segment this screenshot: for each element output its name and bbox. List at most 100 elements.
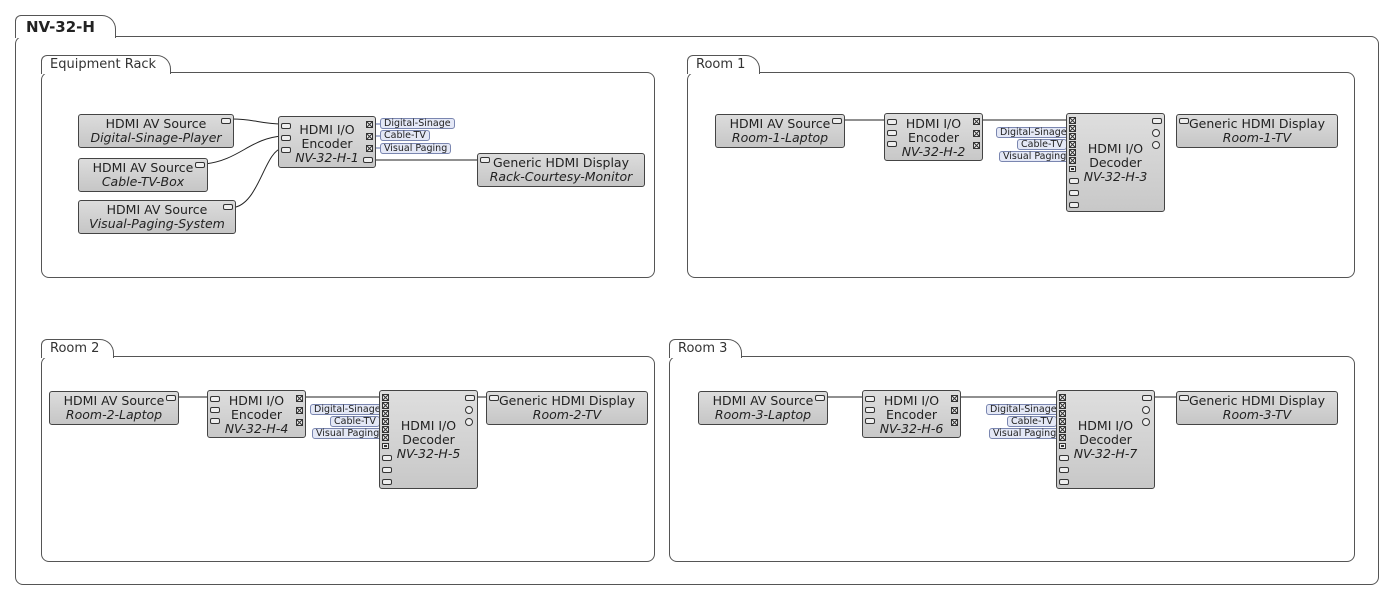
hdmi-in-port[interactable] (1059, 467, 1069, 473)
hdmi-in-port[interactable] (382, 467, 392, 473)
hdmi-out-port[interactable] (221, 118, 231, 124)
encoder-node[interactable]: HDMI I/O Encoder NV-32-H-4 (207, 390, 306, 438)
hdmi-in-port[interactable] (1069, 190, 1079, 196)
hdmi-in-port[interactable] (887, 130, 897, 136)
hdmi-out-port[interactable] (465, 395, 475, 401)
stream-port-icon[interactable] (1059, 410, 1066, 417)
hdmi-in-port[interactable] (210, 407, 220, 413)
control-port-icon[interactable] (1142, 418, 1150, 426)
hdmi-in-port[interactable] (865, 396, 875, 402)
decoder-node[interactable]: HDMI I/O Decoder NV-32-H-3 (1066, 113, 1165, 212)
encoder-node[interactable]: HDMI I/O Encoder NV-32-H-1 (278, 116, 376, 168)
display-node[interactable]: Generic HDMI Display Room-1-TV (1176, 114, 1338, 148)
data-port-icon[interactable] (1059, 443, 1066, 449)
stream-label[interactable]: Cable-TV (1017, 139, 1067, 150)
hdmi-in-port[interactable] (281, 147, 291, 153)
hdmi-in-port[interactable] (1179, 118, 1189, 124)
stream-port-icon[interactable] (382, 434, 389, 441)
hdmi-in-port[interactable] (1059, 479, 1069, 485)
stream-label[interactable]: Cable-TV (330, 416, 380, 427)
data-port-icon[interactable] (1069, 166, 1076, 172)
stream-port-icon[interactable] (382, 410, 389, 417)
hdmi-out-port[interactable] (1142, 395, 1152, 401)
stream-port-icon[interactable] (382, 402, 389, 409)
hdmi-in-port[interactable] (281, 123, 291, 129)
av-source-node[interactable]: HDMI AV Source Cable-TV-Box (78, 158, 208, 192)
stream-port-icon[interactable] (951, 407, 958, 414)
display-node[interactable]: Generic HDMI Display Rack-Courtesy-Monit… (477, 153, 645, 187)
stream-port-icon[interactable] (973, 130, 980, 137)
hdmi-in-port[interactable] (489, 395, 499, 401)
stream-port-icon[interactable] (951, 419, 958, 426)
stream-port-icon[interactable] (973, 118, 980, 125)
hdmi-in-port[interactable] (281, 135, 291, 141)
stream-port-icon[interactable] (382, 418, 389, 425)
control-port-icon[interactable] (465, 406, 473, 414)
av-source-node[interactable]: HDMI AV Source Visual-Paging-System (78, 200, 236, 234)
hdmi-in-port[interactable] (382, 479, 392, 485)
control-port-icon[interactable] (465, 418, 473, 426)
av-source-node[interactable]: HDMI AV Source Room-3-Laptop (698, 391, 828, 425)
stream-port-icon[interactable] (1069, 149, 1076, 156)
hdmi-in-port[interactable] (865, 418, 875, 424)
display-node[interactable]: Generic HDMI Display Room-2-TV (486, 391, 648, 425)
stream-label[interactable]: Cable-TV (380, 130, 430, 141)
hdmi-in-port[interactable] (1069, 178, 1079, 184)
stream-port-icon[interactable] (366, 121, 373, 128)
av-source-node[interactable]: HDMI AV Source Digital-Sinage-Player (78, 114, 234, 148)
stream-port-icon[interactable] (1069, 125, 1076, 132)
stream-port-icon[interactable] (973, 142, 980, 149)
control-port-icon[interactable] (1142, 406, 1150, 414)
stream-port-icon[interactable] (1069, 133, 1076, 140)
hdmi-in-port[interactable] (865, 407, 875, 413)
hdmi-in-port[interactable] (887, 141, 897, 147)
stream-port-icon[interactable] (1059, 402, 1066, 409)
stream-label[interactable]: Digital-Sinage (380, 118, 455, 129)
stream-port-icon[interactable] (1069, 157, 1076, 164)
stream-label[interactable]: Digital-Sinage (996, 127, 1071, 138)
stream-label[interactable]: Visual Paging (380, 143, 452, 154)
hdmi-in-port[interactable] (210, 418, 220, 424)
stream-port-icon[interactable] (951, 395, 958, 402)
stream-port-icon[interactable] (1069, 117, 1076, 124)
hdmi-out-port[interactable] (223, 204, 233, 210)
hdmi-in-port[interactable] (1059, 455, 1069, 461)
stream-port-icon[interactable] (1059, 394, 1066, 401)
stream-port-icon[interactable] (1069, 141, 1076, 148)
stream-label[interactable]: Visual Paging (999, 151, 1071, 162)
stream-label[interactable]: Visual Paging (312, 428, 384, 439)
data-port-icon[interactable] (382, 443, 389, 449)
display-node[interactable]: Generic HDMI Display Room-3-TV (1176, 391, 1338, 425)
av-source-node[interactable]: HDMI AV Source Room-2-Laptop (49, 391, 179, 425)
stream-port-icon[interactable] (382, 394, 389, 401)
hdmi-out-port[interactable] (195, 162, 205, 168)
hdmi-out-port[interactable] (166, 395, 176, 401)
encoder-node[interactable]: HDMI I/O Encoder NV-32-H-2 (884, 113, 983, 161)
stream-port-icon[interactable] (296, 395, 303, 402)
hdmi-in-port[interactable] (480, 157, 490, 163)
stream-port-icon[interactable] (296, 407, 303, 414)
control-port-icon[interactable] (1152, 141, 1160, 149)
hdmi-out-port[interactable] (363, 157, 373, 163)
stream-port-icon[interactable] (366, 145, 373, 152)
stream-label[interactable]: Digital-Sinage (986, 404, 1061, 415)
decoder-node[interactable]: HDMI I/O Decoder NV-32-H-5 (379, 390, 478, 489)
hdmi-in-port[interactable] (1179, 395, 1189, 401)
stream-port-icon[interactable] (382, 426, 389, 433)
hdmi-out-port[interactable] (832, 118, 842, 124)
stream-port-icon[interactable] (366, 133, 373, 140)
stream-label[interactable]: Cable-TV (1007, 416, 1057, 427)
hdmi-out-port[interactable] (1152, 118, 1162, 124)
hdmi-in-port[interactable] (887, 119, 897, 125)
stream-label[interactable]: Digital-Sinage (310, 404, 385, 415)
stream-port-icon[interactable] (1059, 434, 1066, 441)
stream-port-icon[interactable] (1059, 418, 1066, 425)
encoder-node[interactable]: HDMI I/O Encoder NV-32-H-6 (862, 390, 961, 438)
decoder-node[interactable]: HDMI I/O Decoder NV-32-H-7 (1056, 390, 1155, 489)
hdmi-out-port[interactable] (815, 395, 825, 401)
hdmi-in-port[interactable] (1069, 202, 1079, 208)
control-port-icon[interactable] (1152, 129, 1160, 137)
stream-port-icon[interactable] (1059, 426, 1066, 433)
stream-label[interactable]: Visual Paging (989, 428, 1061, 439)
stream-port-icon[interactable] (296, 419, 303, 426)
